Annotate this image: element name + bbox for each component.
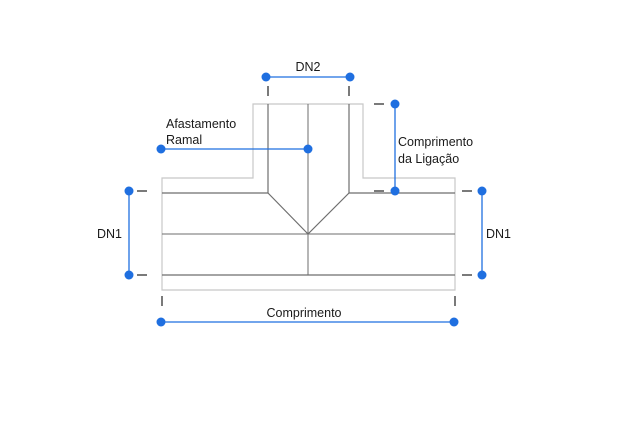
comprimento-handle-right[interactable] <box>449 317 459 327</box>
dn1-right-handle-top[interactable] <box>477 186 487 196</box>
ligacao-handle-top[interactable] <box>390 99 400 109</box>
dn1-left-label: DN1 <box>97 227 122 241</box>
ligacao-handle-bottom[interactable] <box>390 186 400 196</box>
comprimento-ligacao-dimension: Comprimento da Ligação <box>390 99 473 196</box>
dn2-dimension: DN2 <box>261 60 355 82</box>
fitting-outer-outline <box>161 103 456 291</box>
dn1-left-dimension: DN1 <box>97 186 134 280</box>
dn2-label: DN2 <box>295 60 320 74</box>
afastamento-label-line1: Afastamento <box>166 117 236 131</box>
comprimento-label: Comprimento <box>266 306 341 320</box>
afastamento-handle-left[interactable] <box>156 144 166 154</box>
afastamento-ramal-dimension: Afastamento Ramal <box>156 117 313 154</box>
comprimento-handle-left[interactable] <box>156 317 166 327</box>
ligacao-label-line2: da Ligação <box>398 152 459 166</box>
ligacao-label-line1: Comprimento <box>398 135 473 149</box>
dn1-left-handle-top[interactable] <box>124 186 134 196</box>
dn1-right-dimension: DN1 <box>477 186 511 280</box>
dn2-handle-left[interactable] <box>261 72 271 82</box>
comprimento-dimension: Comprimento <box>156 306 459 327</box>
dn2-handle-right[interactable] <box>345 72 355 82</box>
afastamento-label-line2: Ramal <box>166 133 202 147</box>
dn1-left-handle-bottom[interactable] <box>124 270 134 280</box>
junction-left-diagonal <box>267 192 309 235</box>
afastamento-handle-right[interactable] <box>303 144 313 154</box>
dn1-right-handle-bottom[interactable] <box>477 270 487 280</box>
dn1-right-label: DN1 <box>486 227 511 241</box>
junction-right-diagonal <box>307 192 350 235</box>
